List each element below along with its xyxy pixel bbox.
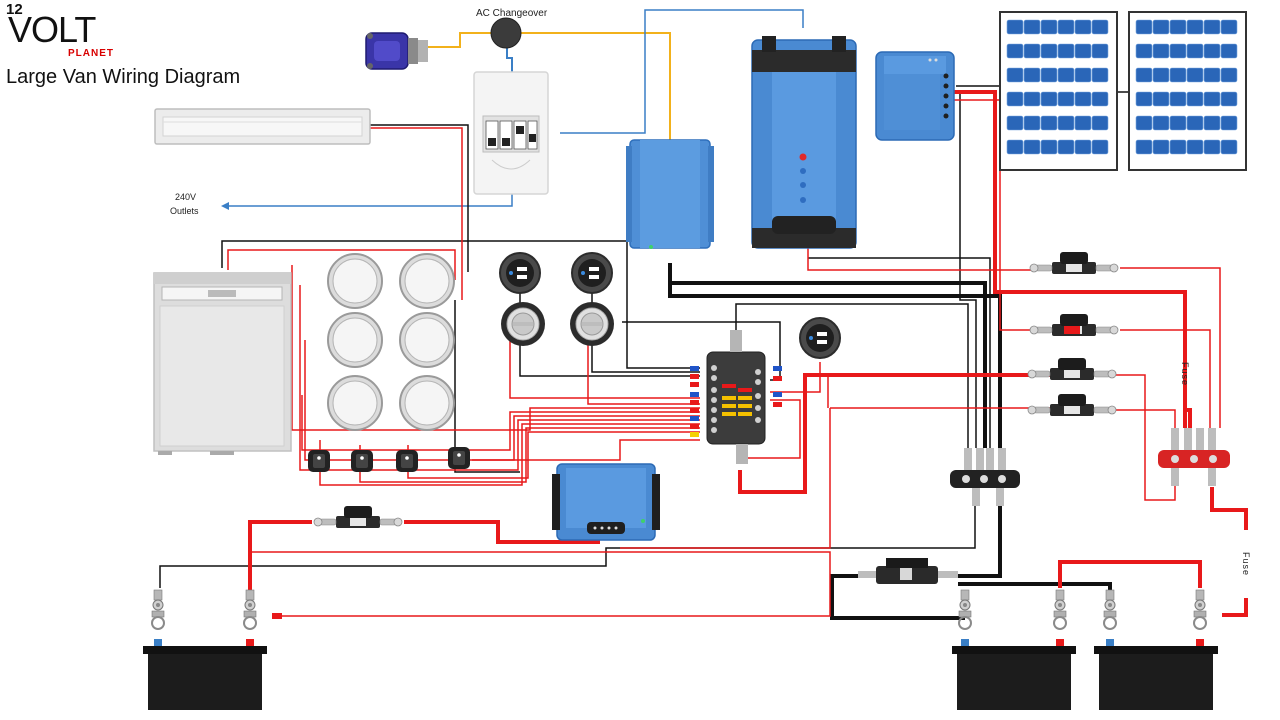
led-light-bar [154, 108, 371, 145]
outlets-label-line1: 240V [175, 192, 197, 202]
leisure-battery-2 [1094, 589, 1218, 710]
ceiling-lights [327, 253, 455, 431]
12v-sockets [501, 302, 614, 346]
inverter-charger [751, 36, 857, 249]
ac-consumer-unit [473, 71, 549, 195]
battery-charger [626, 139, 714, 249]
dc-negative-heavy [668, 263, 1112, 620]
battery-shunt [858, 558, 958, 584]
page-title: Large Van Wiring Diagram [6, 66, 241, 88]
ac-changeover-label: AC Changeover [476, 8, 548, 19]
dc-positive-heavy [248, 90, 1248, 617]
ac-changeover-switch [490, 17, 522, 49]
solar-panels [956, 11, 1247, 171]
positive-busbar [1158, 428, 1230, 486]
starter-battery [143, 589, 282, 710]
outlets-label-line2: Outlets [170, 206, 199, 216]
leisure-battery-1 [952, 589, 1076, 710]
dc-positive-wiring [227, 99, 1221, 617]
solar-charge-controller [875, 51, 955, 141]
logo-number: 12 [6, 1, 23, 18]
negative-busbar [950, 448, 1020, 506]
logo-subtitle: PLANET [68, 48, 114, 59]
fuse-label-1: Fuse [1180, 362, 1190, 387]
ac-wiring [221, 9, 804, 210]
usb-sockets [499, 252, 841, 359]
logo-word: VOLT [8, 9, 96, 50]
dc-dc-charger [552, 463, 660, 541]
inline-fuses [313, 251, 1119, 529]
fuse-block [690, 330, 782, 464]
shore-power-inlet [365, 32, 428, 70]
fuse-label-2: Fuse [1241, 552, 1251, 577]
fridge [153, 272, 292, 455]
